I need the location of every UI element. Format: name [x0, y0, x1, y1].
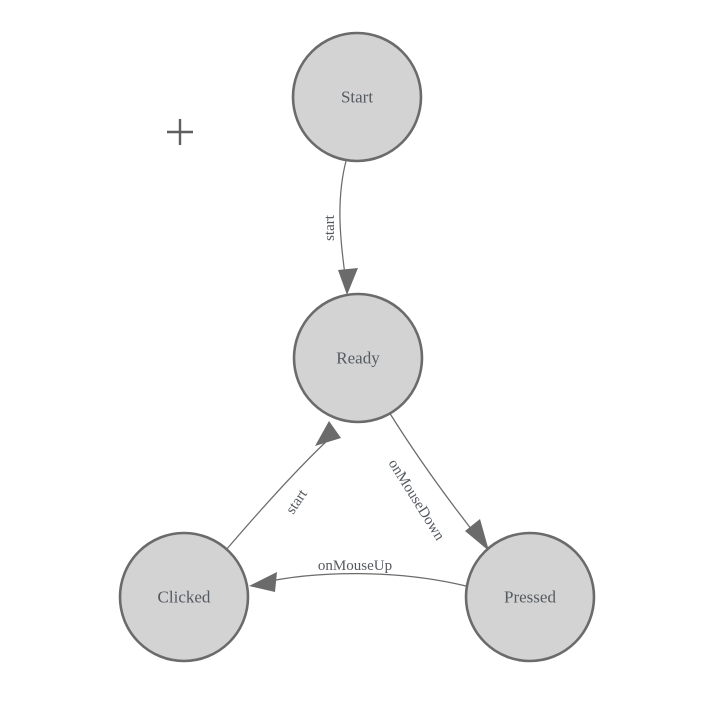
- crosshair-icon[interactable]: [167, 119, 193, 145]
- node-clicked[interactable]: Clicked: [118, 531, 250, 663]
- node-label-start: Start: [341, 88, 373, 107]
- node-circle-clicked: [118, 531, 250, 663]
- node-pressed[interactable]: Pressed: [464, 531, 596, 663]
- node-ready[interactable]: Ready: [292, 292, 424, 424]
- arrowhead-pressed-to-clicked: [249, 572, 277, 592]
- node-start[interactable]: Start: [291, 31, 423, 163]
- node-label-ready: Ready: [336, 349, 380, 368]
- arrowhead-start-to-ready: [338, 268, 358, 295]
- edge-path-pressed-to-clicked: [260, 572, 467, 587]
- edge-label-start-to-ready: start: [322, 214, 338, 241]
- node-label-clicked: Clicked: [158, 588, 211, 607]
- arrowhead-ready-to-pressed: [465, 519, 489, 551]
- arrowhead-clicked-to-ready: [315, 421, 341, 446]
- edge-start-to-ready[interactable]: start: [322, 160, 358, 295]
- edge-label-pressed-to-clicked: onMouseUp: [318, 558, 392, 574]
- edge-label-clicked-to-ready: start: [283, 486, 311, 517]
- edge-path-start-to-ready: [339, 160, 347, 283]
- node-circle-pressed: [464, 531, 596, 663]
- node-circle-start: [291, 31, 423, 163]
- node-circle-ready: [292, 292, 424, 424]
- edge-clicked-to-ready[interactable]: start: [225, 421, 341, 551]
- edge-ready-to-pressed[interactable]: onMouseDown: [385, 411, 489, 551]
- edge-label-ready-to-pressed: onMouseDown: [385, 457, 448, 544]
- edge-pressed-to-clicked[interactable]: onMouseUp: [249, 558, 467, 592]
- edge-path-clicked-to-ready: [225, 436, 332, 551]
- node-label-pressed: Pressed: [504, 588, 556, 607]
